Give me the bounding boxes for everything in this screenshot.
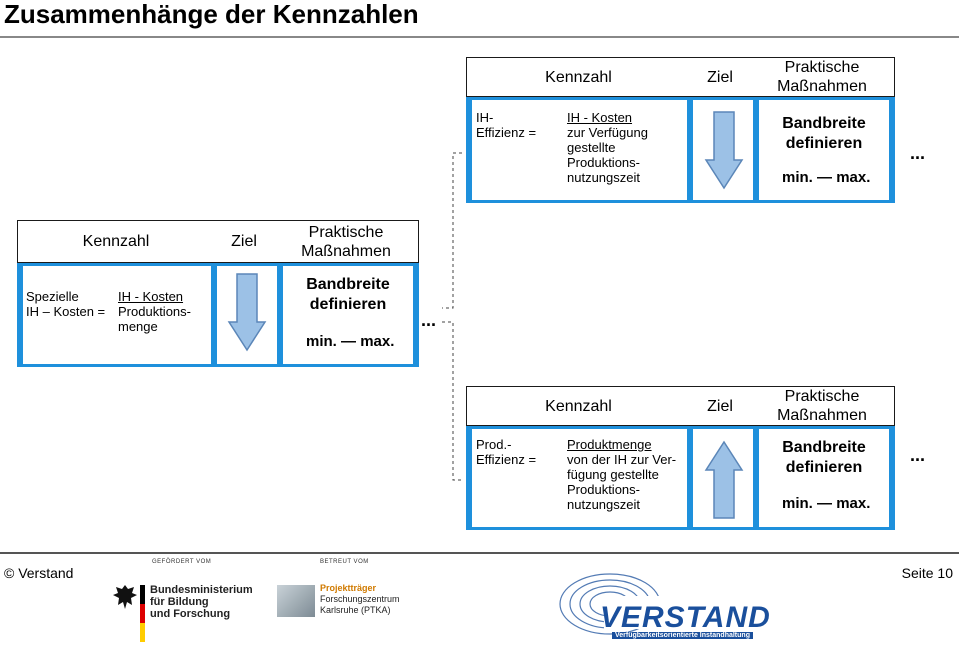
page-title: Zusammenhänge der Kennzahlen (4, 0, 419, 29)
verstand-logo (548, 566, 838, 651)
ellipsis: ... (910, 143, 926, 163)
formula-fraction: Produktmenge von der IH zur Ver-fügung g… (567, 437, 677, 512)
header-ziel: Ziel (231, 233, 257, 250)
connector-top-to-mid (442, 152, 462, 309)
title-divider (0, 36, 959, 38)
top-measure-panel (759, 100, 889, 200)
betreut-label: BETREUT VOM (320, 559, 369, 565)
ellipsis: ... (910, 445, 926, 465)
arrow-down-icon (227, 272, 267, 352)
verstand-tagline: Verfügbarkeitsorientierte Instandhaltung (612, 632, 753, 639)
header-kennzahl: Kennzahl (545, 68, 612, 86)
gefoerdert-label: GEFÖRDERT VOM (152, 559, 212, 565)
minmax-label: min. — max. (782, 169, 871, 186)
formula-fraction: IH - Kosten Produktions-menge (118, 289, 191, 334)
page-number: Seite 10 (901, 565, 953, 581)
verstand-logo-mark (559, 573, 814, 635)
ellipsis: ... (421, 310, 437, 330)
top-formula-panel (472, 100, 687, 200)
formula-label: IH-Effizienz = (476, 110, 537, 140)
flag-stripe (140, 585, 145, 642)
header-ziel: Ziel (707, 397, 733, 415)
mid-measure-panel (283, 266, 413, 364)
bottom-measure-panel (759, 429, 889, 527)
eagle-icon (112, 583, 138, 616)
minmax-label: min. — max. (306, 333, 395, 350)
minmax-label: min. — max. (782, 495, 871, 512)
arrow-up-icon (704, 440, 744, 520)
connector-mid-to-bottom (442, 321, 462, 481)
formula-label: Prod.-Effizienz = (476, 437, 537, 467)
bottom-formula-panel (472, 429, 687, 527)
verstand-brand-text: VERSTAND (600, 601, 771, 634)
footer-divider (0, 552, 959, 554)
header-kennzahl: Kennzahl (545, 397, 612, 415)
copyright: © Verstand (4, 565, 74, 581)
header-kennzahl: Kennzahl (82, 233, 150, 250)
mid-formula-panel (23, 266, 211, 364)
arrow-down-icon (704, 110, 744, 190)
ptka-logo-mark (277, 585, 315, 617)
header-ziel: Ziel (707, 68, 733, 86)
